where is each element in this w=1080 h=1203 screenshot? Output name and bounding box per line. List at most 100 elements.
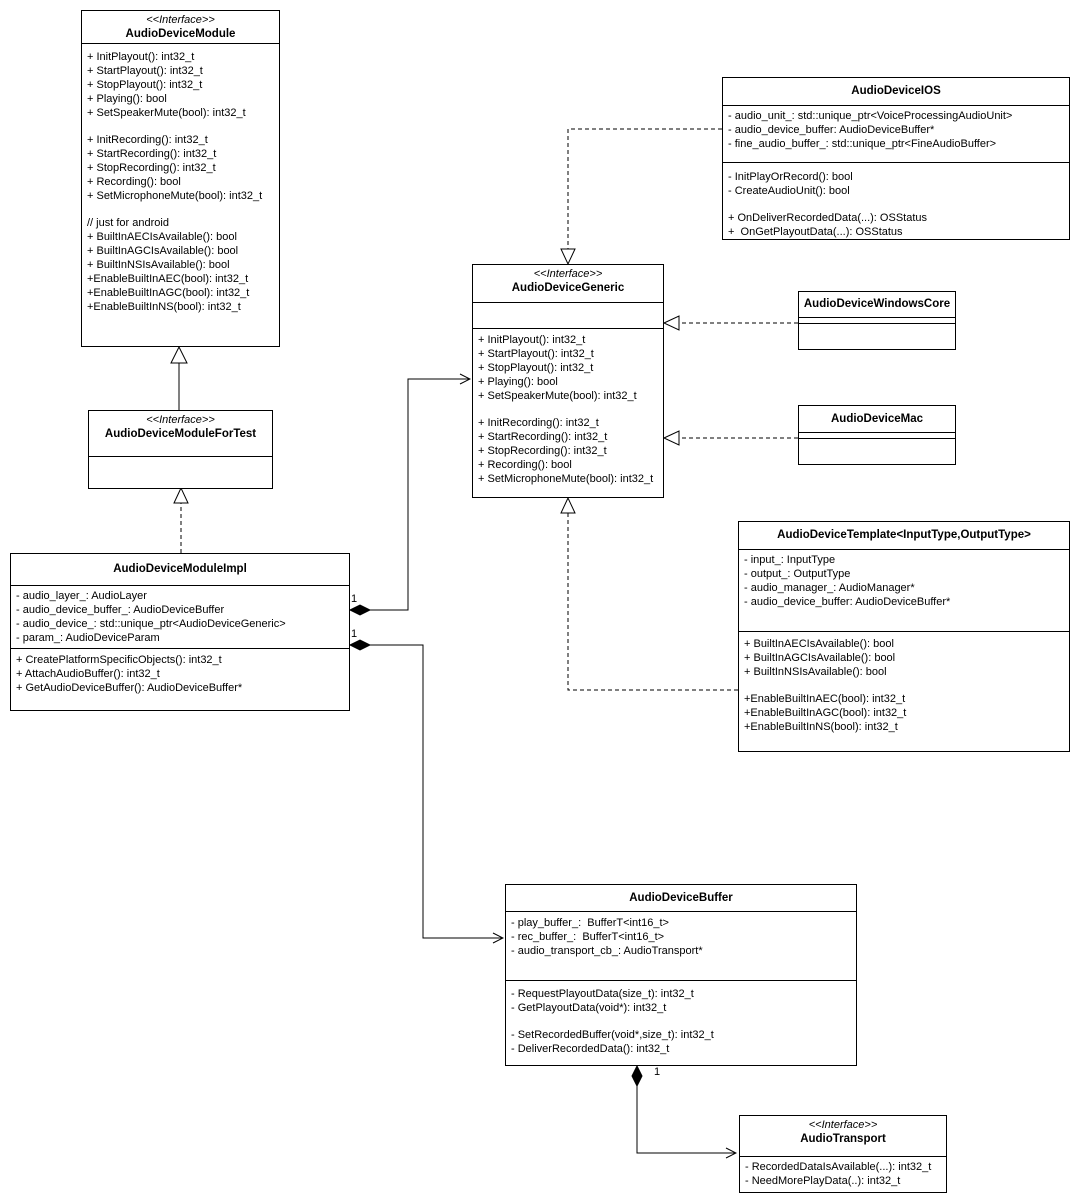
operation: - SetRecordedBuffer(void*,size_t): int32… xyxy=(511,1029,714,1041)
class-header: AudioDeviceMac xyxy=(799,406,955,432)
class-name: AudioDeviceGeneric xyxy=(511,282,625,294)
class-audio-device-mac[interactable]: AudioDeviceMac xyxy=(798,405,956,465)
operation: - InitPlayOrRecord(): bool xyxy=(728,171,853,183)
operation: + StartRecording(): int32_t xyxy=(87,148,217,160)
class-header: <<Interface>> AudioDeviceGeneric xyxy=(473,265,663,302)
attributes-section: - audio_unit_: std::unique_ptr<VoiceProc… xyxy=(723,105,1069,162)
multiplicity-impl-buffer: 1 xyxy=(351,628,358,640)
multiplicity-buffer-transport: 1 xyxy=(654,1066,661,1078)
multiplicity-impl-generic: 1 xyxy=(351,593,358,605)
operation: + BuiltInNSIsAvailable(): bool xyxy=(87,259,230,271)
class-name: AudioDeviceTemplate<InputType,OutputType… xyxy=(777,529,1031,541)
operation: + StopRecording(): int32_t xyxy=(87,162,216,174)
operation: + CreatePlatformSpecificObjects(): int32… xyxy=(16,654,222,666)
realize-windowscore-to-generic xyxy=(662,315,798,331)
class-name: AudioTransport xyxy=(800,1133,886,1145)
operation: - RecordedDataIsAvailable(...): int32_t xyxy=(745,1161,932,1173)
class-audio-device-module-for-test[interactable]: <<Interface>> AudioDeviceModuleForTest xyxy=(88,410,273,489)
attribute: - play_buffer_: BufferT<int16_t> xyxy=(511,917,669,929)
operation: + Playing(): bool xyxy=(87,93,167,105)
operation: + StartRecording(): int32_t xyxy=(478,431,608,443)
attributes-section xyxy=(473,302,663,328)
stereotype-label: <<Interface>> xyxy=(533,268,603,280)
operations-section: + BuiltInAECIsAvailable(): bool + BuiltI… xyxy=(739,631,1069,737)
inherit-fortest-to-module xyxy=(170,345,188,410)
operation: + InitRecording(): int32_t xyxy=(478,417,599,429)
stereotype-label: <<Interface>> xyxy=(146,414,215,426)
class-audio-device-module-impl[interactable]: AudioDeviceModuleImpl - audio_layer_: Au… xyxy=(10,553,350,711)
composition-impl-to-generic xyxy=(348,379,470,616)
attributes-section: - audio_layer_: AudioLayer - audio_devic… xyxy=(11,585,349,648)
operation: + StartPlayout(): int32_t xyxy=(87,65,203,77)
class-audio-device-buffer[interactable]: AudioDeviceBuffer - play_buffer_: Buffer… xyxy=(505,884,857,1066)
class-header: <<Interface>> AudioTransport xyxy=(740,1116,946,1156)
operations-section: - RecordedDataIsAvailable(...): int32_t … xyxy=(740,1156,946,1191)
operation: + StopRecording(): int32_t xyxy=(478,445,607,457)
operation: + OnGetPlayoutData(...): OSStatus xyxy=(728,226,903,238)
attribute: - param_: AudioDeviceParam xyxy=(16,632,160,644)
operation: + Playing(): bool xyxy=(478,376,558,388)
class-name: AudioDeviceBuffer xyxy=(629,892,733,904)
operations-section xyxy=(89,456,272,488)
attributes-section: - play_buffer_: BufferT<int16_t> - rec_b… xyxy=(506,911,856,980)
class-audio-device-windows-core[interactable]: AudioDeviceWindowsCore xyxy=(798,291,956,350)
class-header: <<Interface>> AudioDeviceModule xyxy=(82,11,279,43)
operation: +EnableBuiltInNS(bool): int32_t xyxy=(744,721,898,733)
composition-buffer-to-transport xyxy=(631,1064,736,1153)
attribute: - rec_buffer_: BufferT<int16_t> xyxy=(511,931,665,943)
operations-section: - InitPlayOrRecord(): bool - CreateAudio… xyxy=(723,162,1069,242)
operation: + SetSpeakerMute(bool): int32_t xyxy=(478,390,637,402)
operation: +EnableBuiltInAGC(bool): int32_t xyxy=(87,287,250,299)
comment: // just for android xyxy=(87,217,169,229)
class-audio-device-generic[interactable]: <<Interface>> AudioDeviceGeneric + InitP… xyxy=(472,264,664,498)
operation: + InitPlayout(): int32_t xyxy=(478,334,586,346)
operation: + SetMicrophoneMute(bool): int32_t xyxy=(87,190,263,202)
attributes-section xyxy=(799,432,955,438)
class-name: AudioDeviceModule xyxy=(125,28,236,40)
class-audio-device-module[interactable]: <<Interface>> AudioDeviceModule + InitPl… xyxy=(81,10,280,347)
realize-template-to-generic xyxy=(560,496,738,691)
operation: +EnableBuiltInAGC(bool): int32_t xyxy=(744,707,907,719)
operation: + StopPlayout(): int32_t xyxy=(478,362,594,374)
composition-impl-to-buffer xyxy=(348,639,503,938)
operation: +EnableBuiltInAEC(bool): int32_t xyxy=(744,693,906,705)
class-name: AudioDeviceIOS xyxy=(851,85,941,97)
operation: + StopPlayout(): int32_t xyxy=(87,79,203,91)
operation: + BuiltInAECIsAvailable(): bool xyxy=(744,638,894,650)
class-audio-device-template[interactable]: AudioDeviceTemplate<InputType,OutputType… xyxy=(738,521,1070,752)
operation: +EnableBuiltInNS(bool): int32_t xyxy=(87,301,241,313)
attribute: - output_: OutputType xyxy=(744,568,851,580)
operation: + Recording(): bool xyxy=(478,459,572,471)
operations-section xyxy=(799,438,955,464)
attribute: - audio_unit_: std::unique_ptr<VoiceProc… xyxy=(728,110,1013,122)
operation: - NeedMorePlayData(..): int32_t xyxy=(745,1175,901,1187)
attribute: - audio_manager_: AudioManager* xyxy=(744,582,915,594)
class-header: AudioDeviceWindowsCore xyxy=(799,292,955,317)
class-audio-device-ios[interactable]: AudioDeviceIOS - audio_unit_: std::uniqu… xyxy=(722,77,1070,240)
class-header: AudioDeviceModuleImpl xyxy=(11,554,349,585)
operation: + InitPlayout(): int32_t xyxy=(87,51,195,63)
attribute: - fine_audio_buffer_: std::unique_ptr<Fi… xyxy=(728,138,997,150)
operations-section: + CreatePlatformSpecificObjects(): int32… xyxy=(11,648,349,698)
operation: + BuiltInNSIsAvailable(): bool xyxy=(744,666,887,678)
operation: + BuiltInAECIsAvailable(): bool xyxy=(87,231,237,243)
attribute: - audio_device_buffer: AudioDeviceBuffer… xyxy=(728,124,935,136)
operation: - DeliverRecordedData(): int32_t xyxy=(511,1043,670,1055)
attribute: - input_: InputType xyxy=(744,554,836,566)
stereotype-label: <<Interface>> xyxy=(146,14,215,26)
class-name: AudioDeviceMac xyxy=(830,413,924,425)
operation: + OnDeliverRecordedData(...): OSStatus xyxy=(728,212,927,224)
operation: + GetAudioDeviceBuffer(): AudioDeviceBuf… xyxy=(16,682,243,694)
attribute: - audio_device_: std::unique_ptr<AudioDe… xyxy=(16,618,286,630)
class-audio-transport[interactable]: <<Interface>> AudioTransport - RecordedD… xyxy=(739,1115,947,1193)
operation: + BuiltInAGCIsAvailable(): bool xyxy=(744,652,896,664)
operation: + StartPlayout(): int32_t xyxy=(478,348,594,360)
realize-mac-to-generic xyxy=(662,430,798,446)
operation: - GetPlayoutData(void*): int32_t xyxy=(511,1002,667,1014)
operation: + SetSpeakerMute(bool): int32_t xyxy=(87,107,246,119)
attribute: - audio_device_buffer_: AudioDeviceBuffe… xyxy=(16,604,225,616)
class-header: AudioDeviceBuffer xyxy=(506,885,856,911)
operation: + AttachAudioBuffer(): int32_t xyxy=(16,668,160,680)
class-header: <<Interface>> AudioDeviceModuleForTest xyxy=(89,411,272,456)
realize-ios-to-generic xyxy=(560,128,722,266)
